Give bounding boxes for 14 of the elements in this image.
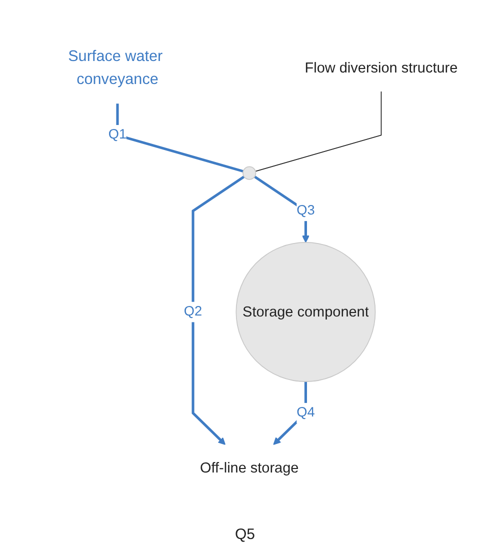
flow-label: Q5 [234, 525, 256, 545]
node-text: Flow diversion structure [304, 60, 458, 76]
node-text: Surface water conveyance [68, 47, 163, 88]
node-circle: Storage component [236, 242, 376, 382]
connector [255, 91, 382, 172]
arrow [192, 176, 245, 445]
edge-label: Q4 [296, 405, 315, 420]
node-text: Off-line storage [200, 460, 299, 476]
edge-label: Q1 [108, 128, 127, 142]
arrow [254, 176, 310, 243]
node-circle [242, 166, 256, 180]
connector [116, 104, 244, 173]
edge-label: Q3 [296, 203, 315, 218]
edge-label: Q2 [184, 304, 202, 319]
